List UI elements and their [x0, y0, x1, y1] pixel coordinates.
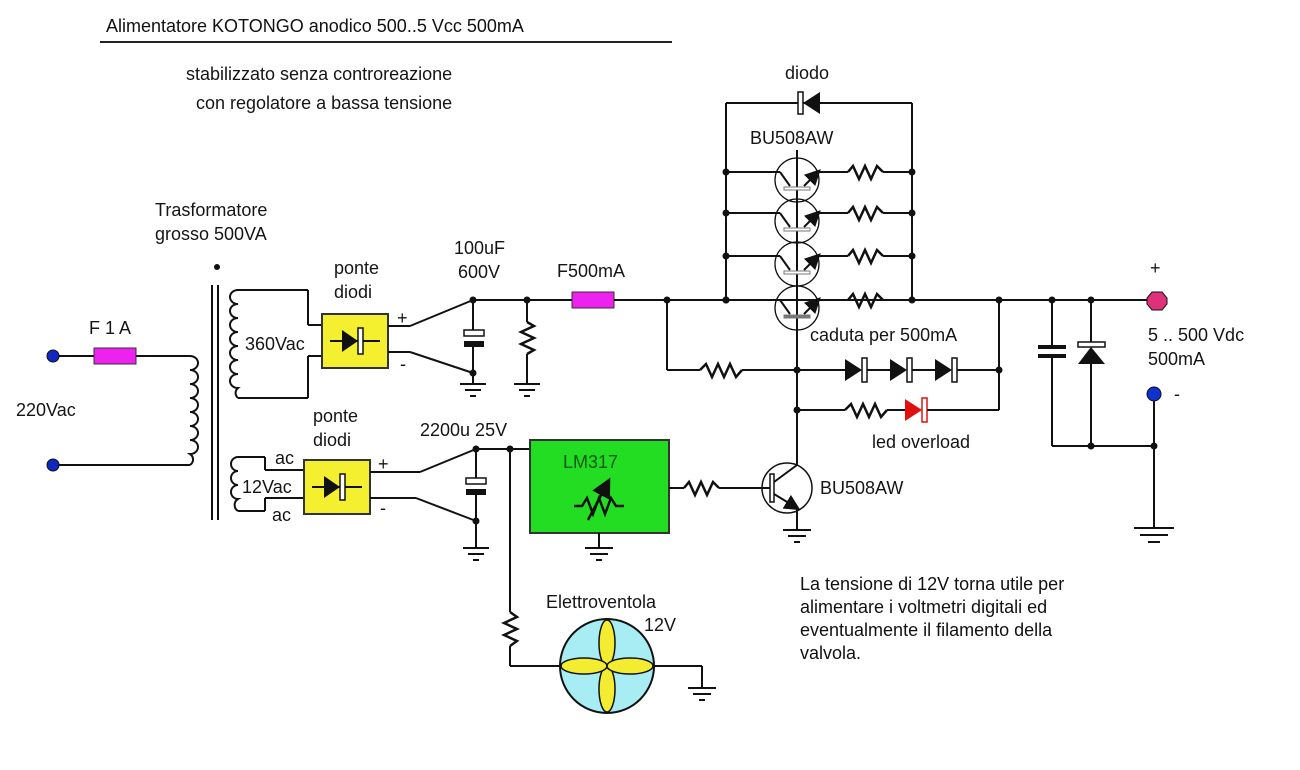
led-overload-label: led overload [872, 432, 971, 452]
driver-transistor [761, 462, 813, 543]
bleeder-resistor [518, 320, 537, 356]
fuse-1a [93, 347, 137, 365]
secondary-lv-label: 12Vac [242, 477, 292, 497]
fan-label-line1: Elettroventola [546, 592, 657, 612]
output-current-label: 500mA [1148, 349, 1206, 369]
ac-top-label: ac [275, 448, 295, 468]
bridge-rectifier-lv [303, 448, 477, 522]
title-underline [100, 41, 672, 43]
subtitle-line2: con regolatore a bassa tensione [196, 93, 453, 113]
output-plus-label: + [1150, 258, 1161, 278]
secondary-hv [229, 289, 322, 399]
hv-fuse-label: F500mA [557, 261, 626, 281]
input-terminal-top [46, 349, 60, 363]
bridge-hv-label-line2: diodi [334, 282, 373, 302]
bridge-hv-minus: - [400, 354, 406, 374]
driver-transistor-label: BU508AW [820, 478, 904, 498]
hv-capacitor [463, 329, 485, 337]
input-voltage-label: 220Vac [16, 400, 76, 420]
bypass-diode [803, 92, 820, 114]
ac-bottom-label: ac [272, 505, 292, 525]
emitter-resistor [847, 204, 884, 223]
transformer-core [211, 264, 220, 520]
lm317-regulator [529, 439, 770, 561]
output-minus-label: - [1174, 384, 1180, 404]
pass-transistor-label: BU508AW [750, 128, 834, 148]
output-section [1038, 291, 1174, 543]
emitter-resistor [847, 247, 884, 266]
bypass-diode-label: diodo [785, 63, 830, 83]
drop-diodes-label: caduta per 500mA [810, 325, 958, 345]
regulator-label: LM317 [563, 452, 619, 472]
pass-transistor-array [722, 91, 916, 331]
secondary-hv-label: 360Vac [245, 334, 305, 354]
primary-coil [186, 355, 199, 466]
secondary-lv [230, 456, 304, 512]
hv-cap-label-line1: 100uF [454, 238, 506, 258]
subtitle-line1: stabilizzato senza controreazione [186, 64, 453, 84]
fuse-1a-label: F 1 A [89, 318, 132, 338]
fuse-500ma [571, 291, 615, 309]
output-voltage-label: 5 .. 500 Vdc [1148, 325, 1245, 345]
bridge-rectifier-hv [321, 299, 474, 374]
drop-diodes-and-led [666, 296, 1003, 465]
bridge-lv-minus: - [380, 498, 386, 518]
output-minus-terminal [1146, 386, 1162, 402]
bridge-lv-label-line1: ponte [313, 406, 359, 426]
usage-note: La tensione di 12V torna utile per alime… [800, 574, 1065, 663]
emitter-resistor [847, 291, 884, 310]
output-plus-terminal [1146, 291, 1168, 311]
lv-filter [463, 445, 560, 667]
input-section [46, 347, 199, 472]
emitter-resistor [847, 163, 884, 182]
diagram-title: Alimentatore KOTONGO anodico 500..5 Vcc … [106, 16, 524, 36]
cooling-fan [559, 618, 716, 714]
lv-cap-label: 2200u 25V [420, 420, 508, 440]
bridge-hv-plus: + [397, 308, 408, 328]
bridge-hv-label-line1: ponte [334, 258, 380, 278]
fan-label-line2: 12V [644, 615, 677, 635]
zener-diode [1078, 347, 1105, 364]
input-terminal-bottom [46, 458, 60, 472]
bridge-lv-plus: + [378, 454, 389, 474]
hv-cap-label-line2: 600V [458, 262, 501, 282]
transformer-label-line2: grosso 500VA [155, 224, 267, 244]
transformer-label-line1: Trasformatore [155, 200, 268, 220]
overload-led [905, 399, 922, 421]
bridge-lv-label-line2: diodi [313, 430, 352, 450]
